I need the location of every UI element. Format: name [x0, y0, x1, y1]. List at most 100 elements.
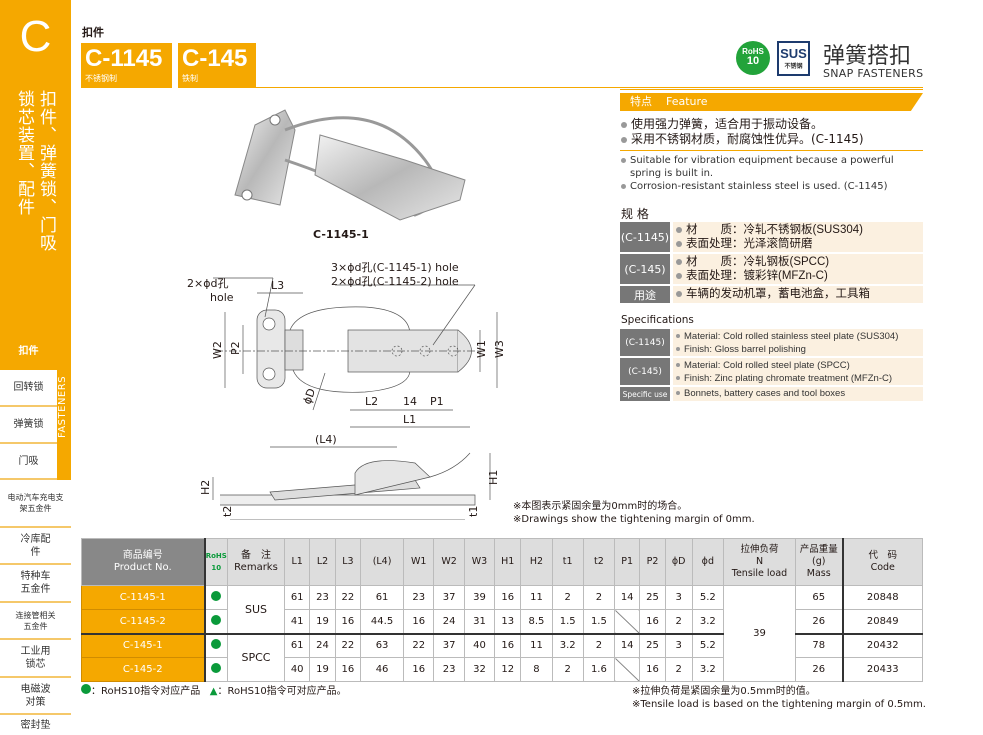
sus-icon: SUS 不锈钢: [777, 41, 810, 76]
dim-value: 16: [334, 609, 362, 634]
col-dim: H1: [494, 538, 522, 586]
dim-value: 23: [433, 657, 465, 682]
sidebar-item-spring-lock[interactable]: 弹簧锁: [0, 407, 57, 444]
spec-en-row: Specific use Bonnets, battery cases and …: [620, 387, 923, 401]
sidebar-item-pipe-hardware[interactable]: 连接管相关五金件: [0, 603, 71, 640]
sidebar-item-rotary-lock[interactable]: 回转锁: [0, 370, 57, 407]
dim-value: 23: [403, 585, 435, 610]
dim-value: 16: [334, 657, 362, 682]
technical-drawing: 2×ϕd孔 hole 3×ϕd孔(C-1145-1) hole 2×ϕd孔(C-…: [187, 261, 506, 520]
dim-value: 3: [664, 585, 693, 610]
sidebar-item-gasket[interactable]: 密封垫: [20, 719, 51, 731]
drawing-note: ※本图表示紧固余量为0mm时的场合。※Drawings show the tig…: [513, 501, 755, 525]
mass: 26: [795, 657, 843, 682]
col-dim: (L4): [360, 538, 405, 586]
dim-value: 22: [334, 585, 362, 610]
dim-value: 3: [664, 632, 693, 658]
sidebar-item-industrial-cylinder[interactable]: 工业用锁芯: [0, 640, 71, 678]
mass: 78: [795, 632, 843, 658]
dim-value: 14: [613, 632, 641, 658]
rohs-legend: ：RoHS10指令对应产品 ▲：RoHS10指令可对应产品。: [81, 684, 347, 698]
dim-value: 46: [360, 657, 405, 682]
badge-code: C-145: [182, 45, 248, 72]
feature-en-list: Suitable for vibration equipment because…: [621, 154, 926, 193]
sidebar-item-cold-storage[interactable]: 冷库配件: [0, 528, 71, 565]
product-no[interactable]: C-1145-1: [81, 585, 206, 610]
dim-value: 2: [582, 585, 616, 610]
dim-value: 61: [283, 585, 311, 610]
dim-value: 63: [360, 632, 405, 658]
dim-value: 37: [433, 585, 465, 610]
dim-value: 16: [494, 632, 522, 658]
col-dim: ϕd: [691, 538, 725, 586]
sidebar-item-emi[interactable]: 电磁波对策: [0, 678, 71, 715]
dim-value: 5.2: [691, 632, 725, 658]
dim-value: 16: [403, 609, 435, 634]
feature-divider: [620, 89, 923, 90]
feature-bar: 特点 Feature: [620, 93, 923, 111]
product-photo: [234, 109, 466, 221]
code: 20848: [841, 585, 923, 610]
spec-cn-title: 规 格: [621, 207, 649, 221]
hole-left-label: 2×ϕd孔: [187, 277, 228, 290]
dim-value: 1.5: [551, 609, 584, 634]
dim-value: 2: [582, 632, 616, 658]
col-dim: H2: [520, 538, 553, 586]
dim-value: 44.5: [360, 609, 405, 634]
dim-value: 12: [494, 657, 522, 682]
dim-value: 41: [283, 609, 311, 634]
feature-en-item: Suitable for vibration equipment because…: [621, 154, 926, 180]
col-dim: W1: [403, 538, 435, 586]
badge-c1145: C-1145 不锈钢制: [81, 43, 172, 88]
dim-L1: L1: [403, 413, 416, 426]
tensile-note: ※拉伸负荷是紧固余量为0.5mm时的值。※Tensile load is bas…: [632, 686, 926, 710]
dim-L4: (L4): [315, 433, 337, 446]
dim-value: 2: [664, 609, 693, 634]
dim-value: 31: [463, 609, 496, 634]
dim-value: 22: [334, 632, 362, 658]
dim-W2: W2: [211, 341, 224, 359]
sidebar-category-panel: [0, 0, 71, 333]
rohs-mark: [204, 657, 228, 682]
spec-cn-row: 用途 车辆的发动机罩，蓄电池盒，工具箱: [620, 286, 923, 303]
sidebar-item-door-stop[interactable]: 门吸: [0, 444, 57, 480]
title-en: SNAP FASTENERS: [823, 67, 924, 80]
dim-value: 32: [463, 657, 496, 682]
category-title-col1: 扣件、弹簧锁、门吸: [36, 90, 56, 252]
dim-phiD: ϕD: [301, 387, 319, 406]
sidebar-item-ev-charging[interactable]: 电动汽车充电支架五金件: [0, 480, 71, 528]
dim-value: 3.2: [691, 609, 725, 634]
rohs-circle-icon: [211, 591, 222, 601]
mass: 65: [795, 585, 843, 610]
dim-value: 1.5: [582, 609, 616, 634]
dim-value: 37: [433, 632, 465, 658]
dim-W1: W1: [475, 340, 488, 358]
rohs-circle-icon: [211, 663, 222, 673]
rohs-mark: [204, 585, 228, 610]
dim-value: 61: [283, 632, 311, 658]
dim-value: 39: [463, 585, 496, 610]
dim-value: 25: [639, 585, 666, 610]
product-no[interactable]: C-145-2: [81, 657, 206, 682]
spec-en-row: (C-1145) Material: Cold rolled stainless…: [620, 329, 923, 356]
product-no[interactable]: C-1145-2: [81, 609, 206, 634]
category-title-col2: 锁芯装置、配件: [14, 90, 34, 216]
dim-L3: L3: [271, 279, 284, 292]
dim-value: 2: [551, 657, 584, 682]
product-no[interactable]: C-145-1: [81, 632, 206, 658]
sidebar-item-fasteners[interactable]: 扣件: [0, 333, 57, 370]
rohs-circle-icon: [211, 639, 222, 650]
sidebar-item-special-vehicle[interactable]: 特种车五金件: [0, 565, 71, 603]
feature-cn-item: 使用强力弹簧，适合用于振动设备。: [621, 117, 923, 132]
hole-left-en-label: hole: [210, 291, 234, 304]
dim-value: 40: [283, 657, 311, 682]
badge-code: C-1145: [85, 45, 163, 72]
col-dim: t2: [582, 538, 616, 586]
dim-P2: P2: [229, 341, 242, 355]
dim-value: 61: [360, 585, 405, 610]
fasteners-strip: [57, 333, 71, 480]
